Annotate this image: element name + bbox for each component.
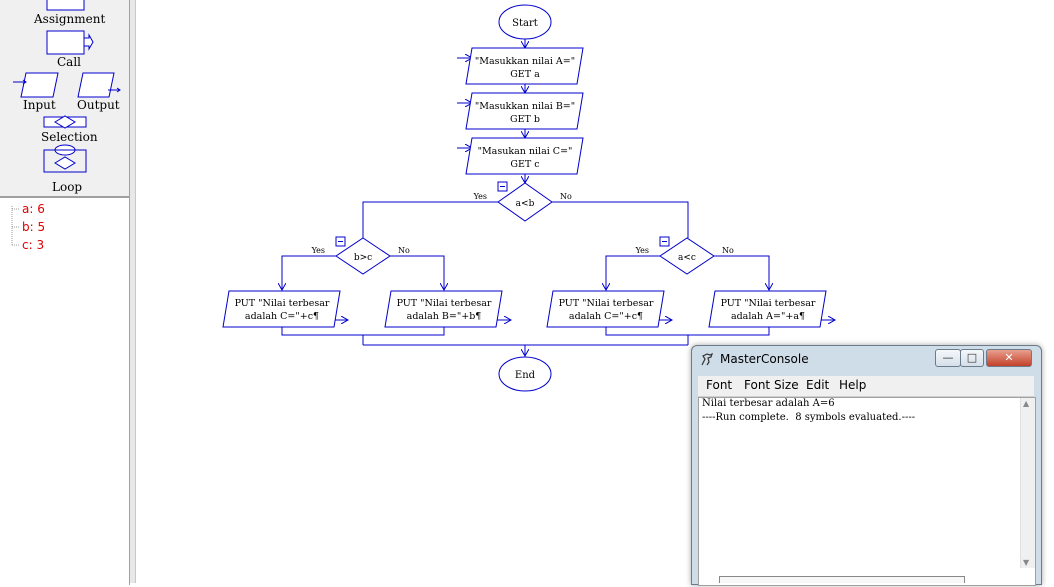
end-terminal[interactable]: End — [498, 356, 552, 392]
output-2-line-2: adalah B="+b¶ — [407, 311, 482, 322]
output-a-symbol[interactable]: PUT "Nilai terbesar adalah A="+a¶ — [708, 290, 827, 328]
variable-a: a: 6 — [22, 202, 45, 216]
input-c-get: GET c — [510, 159, 539, 170]
output-1-line-2: adalah C="+c¶ — [245, 311, 319, 322]
variable-watch-panel: a: 6 b: 5 c: 3 — [0, 196, 130, 585]
minimize-button[interactable]: — — [935, 349, 961, 367]
end-label: End — [515, 370, 536, 381]
palette-icons — [13, 0, 121, 173]
flowchart: Start "Masukkan nilai A=" GET a "Masukka… — [222, 4, 1054, 392]
input-c-prompt: "Masukan nilai C=" — [478, 146, 573, 157]
yes-label: Yes — [635, 246, 649, 255]
no-label: No — [398, 246, 410, 255]
console-title: MasterConsole — [720, 352, 809, 366]
variable-b: b: 5 — [22, 220, 46, 234]
assignment-symbol-icon[interactable] — [46, 0, 85, 11]
collapse-toggle-icon[interactable] — [497, 181, 508, 192]
console-line-2: ----Run complete. 8 symbols evaluated.--… — [702, 412, 916, 423]
menu-help[interactable]: Help — [839, 378, 867, 392]
input-c-symbol[interactable]: "Masukan nilai C=" GET c — [465, 137, 584, 175]
decision-a-lt-b[interactable]: a<b — [497, 182, 553, 222]
console-line-1: Nilai terbesar adalah A=6 — [702, 398, 835, 409]
scroll-down-icon[interactable]: ▼ — [1023, 558, 1030, 567]
output-label: Output — [77, 98, 120, 112]
output-symbol-icon[interactable] — [77, 72, 121, 98]
yes-label: Yes — [473, 192, 487, 201]
selection-label: Selection — [41, 130, 98, 144]
call-label: Call — [57, 55, 82, 69]
splitter[interactable] — [130, 0, 136, 583]
menu-font-size[interactable]: Font Size — [744, 378, 799, 392]
output-2-line-1: PUT "Nilai terbesar — [397, 298, 492, 309]
decision-a-lt-c[interactable]: a<c — [659, 237, 715, 275]
no-label: No — [560, 192, 572, 201]
selection-symbol-icon[interactable] — [43, 115, 87, 129]
output-3-line-2: adalah C="+c¶ — [569, 311, 643, 322]
decision-b-gt-c-label: b>c — [354, 253, 372, 263]
console-scrollbar[interactable]: ▲ ▼ — [1020, 398, 1035, 568]
start-terminal[interactable]: Start — [498, 4, 552, 40]
console-command-input[interactable] — [719, 576, 965, 583]
input-symbol-icon[interactable] — [13, 72, 59, 98]
call-symbol-icon[interactable] — [46, 30, 94, 55]
output-1-line-1: PUT "Nilai terbesar — [235, 298, 330, 309]
symbol-palette: Assignment Call Input Output Selection L… — [0, 0, 130, 196]
assignment-label: Assignment — [34, 12, 106, 26]
tree-lines — [11, 206, 20, 246]
decision-a-lt-c-label: a<c — [678, 253, 696, 263]
decision-a-lt-b-label: a<b — [516, 199, 535, 209]
collapse-toggle-icon[interactable] — [335, 236, 346, 247]
master-console-window[interactable]: MasterConsole — □ ✕ Font Font Size Edit … — [691, 345, 1042, 586]
input-b-get: GET b — [510, 114, 540, 125]
scroll-up-icon[interactable]: ▲ — [1023, 399, 1030, 408]
console-menubar: Font Font Size Edit Help — [698, 376, 1034, 397]
input-a-symbol[interactable]: "Masukkan nilai A=" GET a — [465, 47, 584, 85]
variable-c: c: 3 — [22, 238, 45, 252]
yes-label: Yes — [311, 246, 325, 255]
input-a-prompt: "Masukkan nilai A=" — [475, 56, 575, 67]
output-c-symbol-2[interactable]: PUT "Nilai terbesar adalah C="+c¶ — [546, 290, 665, 328]
output-3-line-1: PUT "Nilai terbesar — [559, 298, 654, 309]
decision-b-gt-c[interactable]: b>c — [335, 237, 391, 275]
input-a-get: GET a — [510, 69, 540, 80]
output-4-line-1: PUT "Nilai terbesar — [721, 298, 816, 309]
flowchart-canvas[interactable]: Start "Masukkan nilai A=" GET a "Masukka… — [136, 0, 1054, 583]
raptor-icon — [701, 352, 714, 366]
menu-edit[interactable]: Edit — [806, 378, 830, 392]
no-label: No — [722, 246, 734, 255]
input-b-prompt: "Masukkan nilai B=" — [475, 101, 575, 112]
output-b-symbol[interactable]: PUT "Nilai terbesar adalah B="+b¶ — [384, 290, 503, 328]
output-4-line-2: adalah A="+a¶ — [731, 311, 805, 322]
console-output[interactable]: Nilai terbesar adalah A=6 ----Run comple… — [698, 397, 1036, 586]
start-label: Start — [512, 18, 538, 29]
input-label: Input — [23, 98, 56, 112]
close-button[interactable]: ✕ — [986, 349, 1032, 367]
input-b-symbol[interactable]: "Masukkan nilai B=" GET b — [465, 92, 584, 130]
maximize-button[interactable]: □ — [960, 349, 984, 367]
loop-symbol-icon[interactable] — [43, 144, 87, 173]
collapse-toggle-icon[interactable] — [659, 236, 670, 247]
output-c-symbol-1[interactable]: PUT "Nilai terbesar adalah C="+c¶ — [222, 290, 341, 328]
menu-font[interactable]: Font — [706, 378, 733, 392]
loop-label: Loop — [52, 180, 83, 194]
